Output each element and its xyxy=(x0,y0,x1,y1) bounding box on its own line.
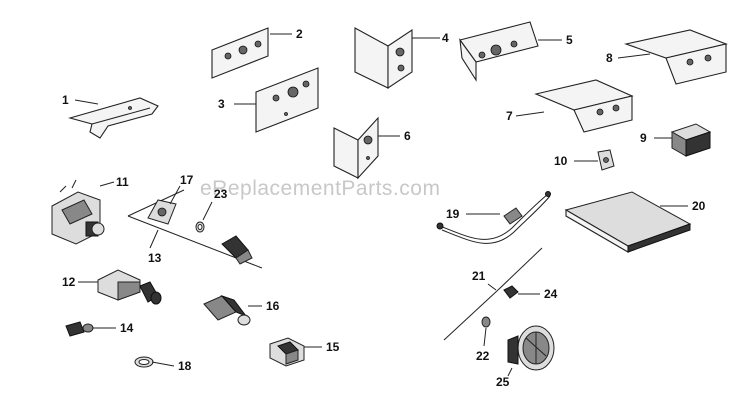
callout-6: 6 xyxy=(404,129,411,143)
callout-22: 22 xyxy=(476,349,490,363)
callout-8: 8 xyxy=(606,51,613,65)
part-9-relay[interactable] xyxy=(654,123,712,157)
part-18-oring[interactable] xyxy=(134,356,175,368)
part-3-plate[interactable] xyxy=(234,67,319,133)
part-11-switch[interactable] xyxy=(51,179,115,245)
callout-10: 10 xyxy=(554,154,568,168)
callout-25: 25 xyxy=(496,375,510,389)
callout-17: 17 xyxy=(180,173,194,187)
part-6-bracket[interactable] xyxy=(333,116,400,180)
callout-14: 14 xyxy=(120,321,134,335)
callout-1: 1 xyxy=(62,93,69,107)
part-4-bracket[interactable] xyxy=(354,27,440,90)
part-12-switch[interactable] xyxy=(78,269,162,305)
part-22-washer[interactable] xyxy=(481,316,491,347)
callout-7: 7 xyxy=(506,109,513,123)
callout-20: 20 xyxy=(692,199,706,213)
part-7-bracket[interactable] xyxy=(515,79,634,133)
part-19-cable[interactable] xyxy=(436,191,551,244)
part-15-switch[interactable] xyxy=(269,337,322,367)
part-21-group xyxy=(443,247,543,341)
part-16-socket[interactable] xyxy=(203,294,262,326)
callout-23: 23 xyxy=(214,187,228,201)
callout-13: 13 xyxy=(148,251,162,265)
part-2-plate[interactable] xyxy=(211,27,292,79)
part-17-gasket[interactable] xyxy=(147,185,181,225)
watermark-text: eReplacementParts.com xyxy=(200,177,440,200)
callout-18: 18 xyxy=(178,359,192,373)
part-8-bracket[interactable] xyxy=(617,29,728,85)
callout-12: 12 xyxy=(62,275,76,289)
part-20-panel[interactable] xyxy=(564,191,692,253)
part-5-bracket[interactable] xyxy=(459,21,562,82)
callout-19: 19 xyxy=(446,207,460,221)
part-13-sensor[interactable] xyxy=(221,235,253,265)
callout-16: 16 xyxy=(266,299,280,313)
part-14-switch[interactable] xyxy=(65,321,116,337)
callout-5: 5 xyxy=(566,33,573,47)
part-24-nut[interactable] xyxy=(503,285,540,299)
part-25-gauge[interactable] xyxy=(507,325,555,377)
callout-11: 11 xyxy=(116,175,129,189)
callout-3: 3 xyxy=(218,97,225,111)
part-1-bracket[interactable] xyxy=(67,97,159,139)
callout-9: 9 xyxy=(640,131,647,145)
callout-15: 15 xyxy=(326,340,340,354)
callout-21: 21 xyxy=(472,269,486,283)
part-10-clip[interactable] xyxy=(574,149,615,171)
callout-24: 24 xyxy=(544,287,558,301)
callout-2: 2 xyxy=(296,27,303,41)
part-23-oring[interactable] xyxy=(195,201,213,233)
callout-4: 4 xyxy=(442,31,449,45)
